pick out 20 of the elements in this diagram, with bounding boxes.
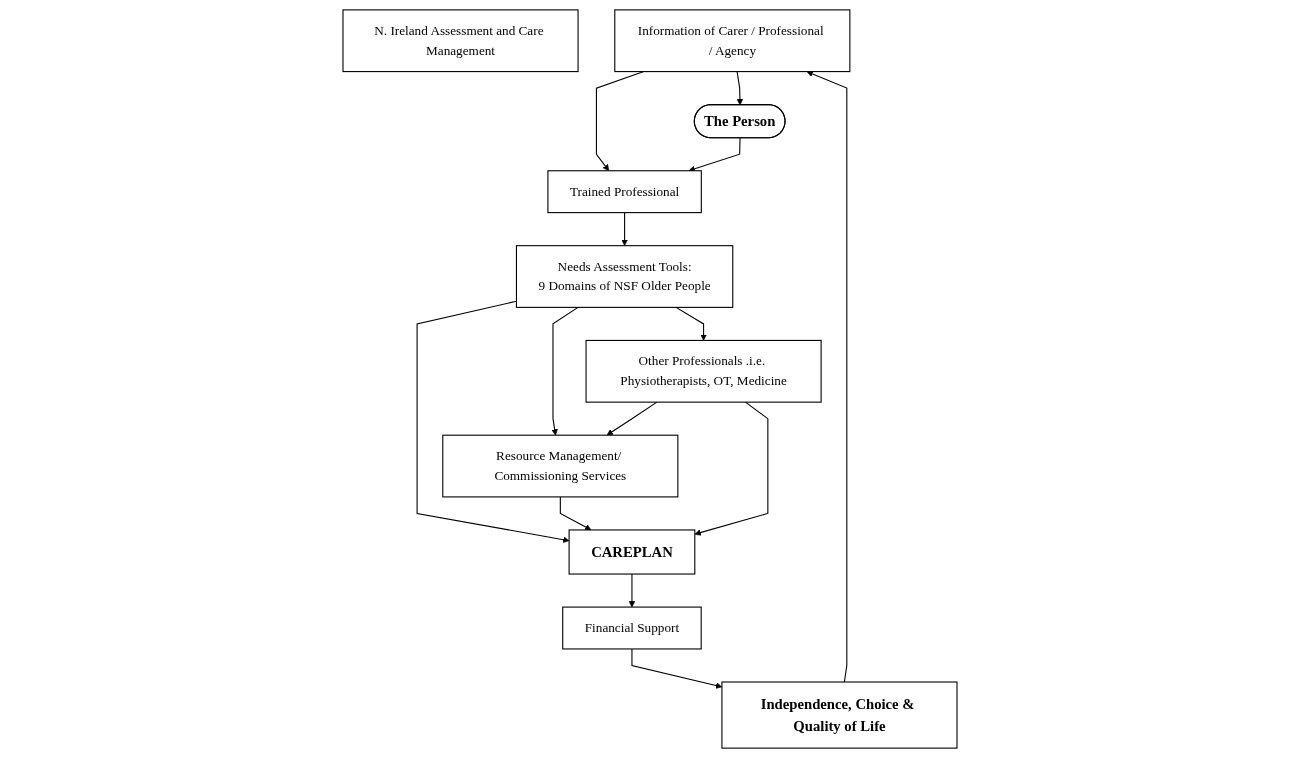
- arrow: [621, 211, 628, 246]
- node-box: Resource Management/ Commissioning Services: [442, 434, 679, 497]
- node-box: Other Professionals .i.e. Physiotherapists, OT, Medicine: [585, 339, 822, 403]
- arrow: [694, 401, 769, 536]
- arrow: [675, 306, 707, 341]
- arrow: [416, 300, 570, 543]
- node-box: Needs Assessment Tools: 9 Domains of NSF Older People: [515, 244, 734, 308]
- node-box: CAREPLAN: [568, 528, 696, 575]
- arrow: [606, 401, 658, 435]
- node-box: Information of Carer / Professional / Agency: [614, 8, 851, 72]
- node-box: N. Ireland Assessment and Care Management: [342, 8, 579, 72]
- arrow: [551, 306, 579, 435]
- arrow: [736, 70, 744, 105]
- arrow: [628, 573, 636, 607]
- node-box: Independence, Choice & Quality of Life: [721, 680, 958, 749]
- node-box: Financial Support: [562, 606, 702, 649]
- arrow: [559, 495, 592, 530]
- arrow: [806, 70, 848, 683]
- node-box: Trained Professional: [547, 169, 702, 213]
- arrow: [688, 137, 741, 172]
